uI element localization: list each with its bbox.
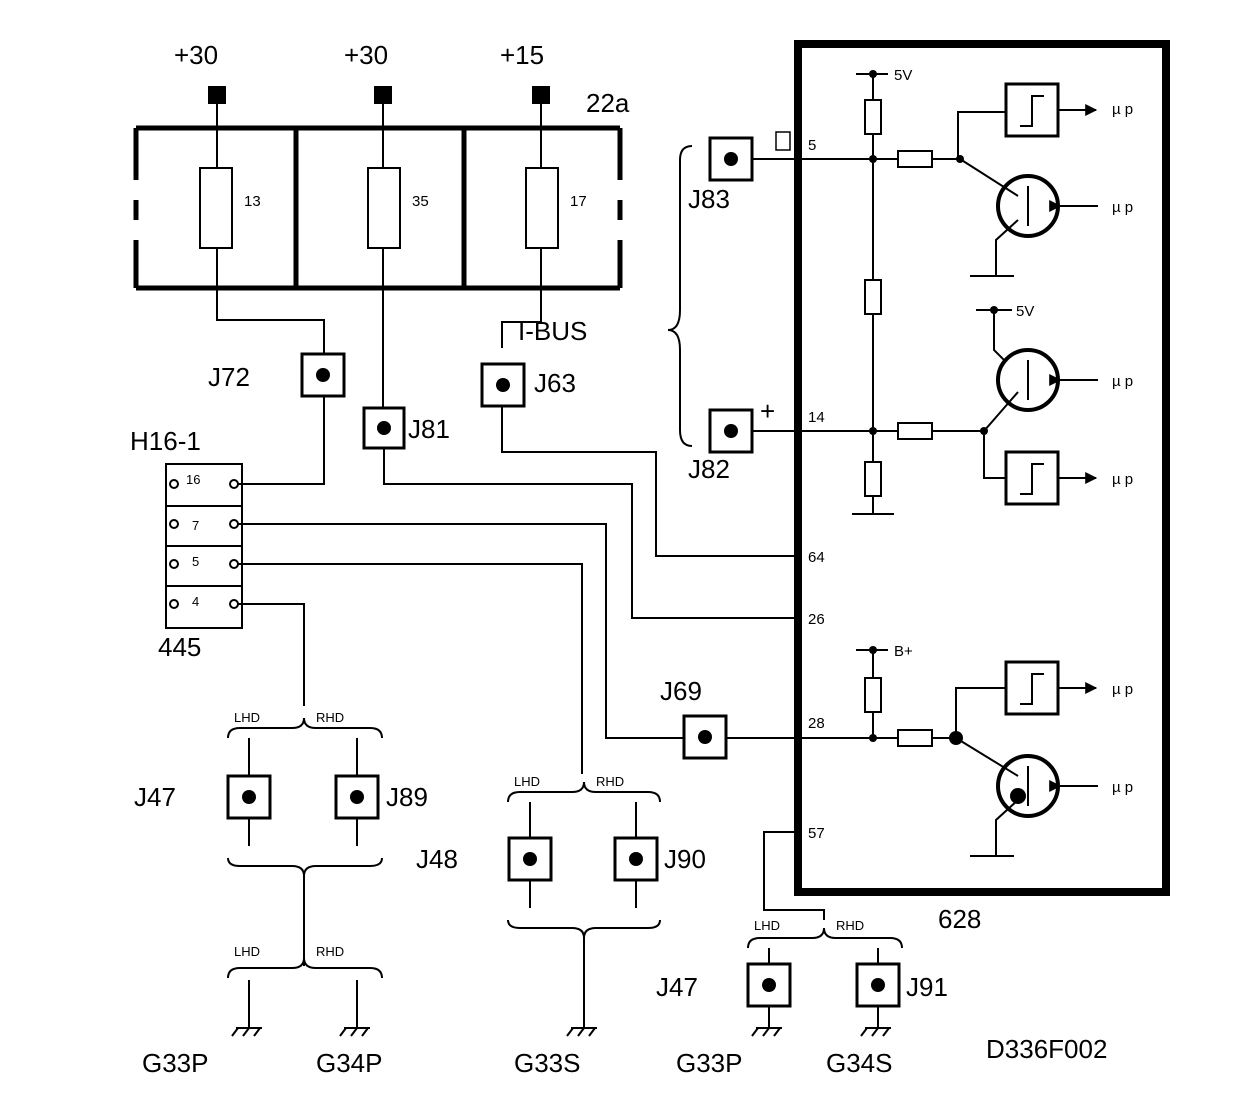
plug-number: 445 [158,632,201,662]
plug-pin-4: 4 [192,594,199,609]
supply-label-3: +15 [500,40,544,70]
supply-terminals: +30 +30 +15 [174,40,550,104]
module-supply-5v-b: 5V [1016,303,1034,320]
lhd-rhd-group-1: LHD RHD J47 J89 LHD RHD G33P G34P [134,710,428,1078]
rhd-label: RHD [316,944,344,959]
rhd-label: RHD [316,710,344,725]
supply-label-1: +30 [174,40,218,70]
wires-middle [238,396,798,774]
fuse-number-3: 17 [570,193,587,210]
svg-text:J82: J82 [688,454,730,484]
ground-g33s: G33S [514,1048,581,1078]
lhd-label: LHD [754,918,780,933]
fuse-box-label: 22a [586,88,630,118]
module-pin-57: 57 [808,825,825,842]
lhd-label: LHD [234,944,260,959]
mp-output-2: µ p [1112,199,1133,216]
connector-j47b-label: J47 [656,972,698,1002]
supply-label-2: +30 [344,40,388,70]
plug-pin-16: 16 [186,472,200,487]
fuse-number-1: 13 [244,193,261,210]
ground-g34s: G34S [826,1048,893,1078]
connector-j69: J69 [660,676,728,760]
module-pin-14: 14 [808,409,825,426]
bus-label: I-BUS [518,316,587,346]
plug-name: H16-1 [130,426,201,456]
brace [667,145,693,447]
ground-g33p: G33P [142,1048,209,1078]
resistor-icon [864,279,882,315]
fuse-number-2: 35 [412,193,429,210]
rhd-label: RHD [596,774,624,789]
ground-icon [566,1027,597,1037]
mp-output-3: µ p [1112,373,1133,390]
svg-text:J72: J72 [208,362,250,392]
mp-output-6: µ p [1112,779,1133,796]
svg-text:J63: J63 [534,368,576,398]
terminal-square [374,86,392,104]
module-supply-5v-a: 5V [894,67,912,84]
connector-j82: J82 + [688,396,775,484]
ground-g34p: G34P [316,1048,383,1078]
fuse-icon [525,167,559,249]
module-pin-26: 26 [808,611,825,628]
ground-icon [860,1027,891,1037]
svg-text:J69: J69 [660,676,702,706]
connector-j47-label: J47 [134,782,176,812]
connector-j90-label: J90 [664,844,706,874]
module-pin-5: 5 [808,137,816,154]
drawing-id: D336F002 [986,1034,1107,1064]
lhd-rhd-group-2: LHD RHD J48 J90 G33S [416,774,706,1078]
lhd-label: LHD [234,710,260,725]
terminal-square [532,86,550,104]
resistor-icon [864,461,882,497]
terminal-square [208,86,226,104]
module-number: 628 [938,904,981,934]
plug-h16-1: H16-1 16 7 5 4 445 [130,426,243,662]
connector-j63: J63 [480,362,576,408]
resistor-icon [864,99,882,135]
resistor-icon [864,677,882,713]
connector-j89-label: J89 [386,782,428,812]
connector-j72: J72 [208,352,346,398]
mp-output-4: µ p [1112,471,1133,488]
plug-pin-5: 5 [192,554,199,569]
lhd-rhd-group-3: LHD RHD J47 J91 G33P G34S [656,831,948,1078]
rhd-label: RHD [836,918,864,933]
module-pin-28: 28 [808,715,825,732]
fuse-icon [199,167,233,249]
plug-pin-7: 7 [192,518,199,533]
mp-output-1: µ p [1112,101,1133,118]
module-supply-bplus: B+ [894,643,913,660]
signal-square-marker [775,131,791,151]
wires-supply: I-BUS [216,104,587,408]
fuse-icon [367,167,401,249]
connector-j81: J81 [362,406,450,450]
ground-icon [231,1027,262,1037]
ground-g33p-b: G33P [676,1048,743,1078]
ground-icon [751,1027,782,1037]
lhd-label: LHD [514,774,540,789]
ground-icon [339,1027,370,1037]
signal-plus-marker: + [760,396,775,426]
svg-text:J81: J81 [408,414,450,444]
resistor-icon [897,729,933,747]
module-pin-64: 64 [808,549,825,566]
connector-j83: J83 [688,131,791,214]
module-628: 628 5 14 64 26 28 57 5V µ p µ p 5V [794,40,1170,934]
resistor-icon [897,422,933,440]
schmitt-trigger-icon [1004,82,1060,138]
connector-j48-label: J48 [416,844,458,874]
resistor-icon [897,150,933,168]
connector-j91-label: J91 [906,972,948,1002]
svg-text:J83: J83 [688,184,730,214]
mp-output-5: µ p [1112,681,1133,698]
